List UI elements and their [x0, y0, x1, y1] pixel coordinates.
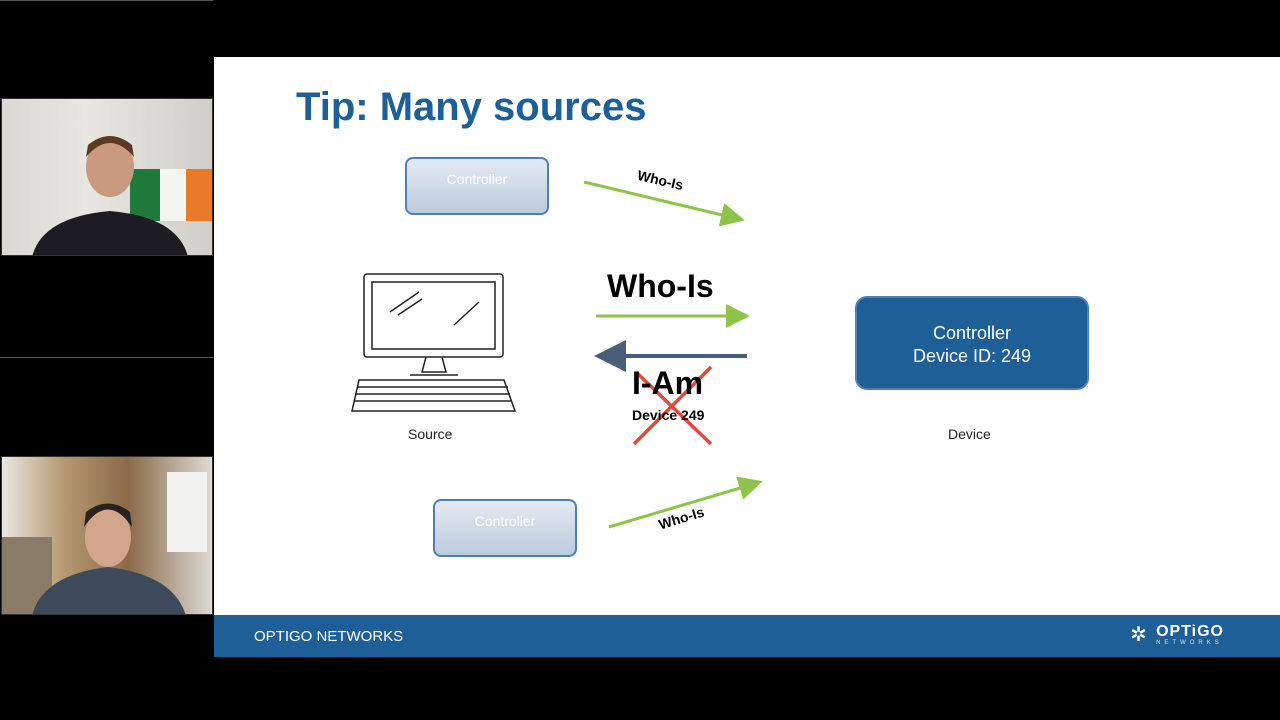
red-cross-icon	[632, 365, 713, 446]
logo-main-text: OPTiGO	[1156, 623, 1224, 640]
video-tile-participant-1[interactable]	[1, 98, 213, 256]
computer-icon	[351, 273, 517, 412]
bottom-controller-box: Controller	[433, 499, 577, 557]
device-label: Device	[948, 426, 991, 442]
presentation-slide: Tip: Many sources Controller Controller …	[214, 57, 1280, 657]
device-controller-box: Controller Device ID: 249	[855, 296, 1089, 390]
footer-text: OPTIGO NETWORKS	[254, 628, 404, 645]
arrow-bottom-who-is	[608, 476, 763, 529]
logo-sub-text: NETWORKS	[1156, 640, 1223, 646]
slide-title: Tip: Many sources	[296, 85, 647, 129]
slide-footer: OPTIGO NETWORKS ✲ OPTiGO NETWORKS	[214, 615, 1280, 657]
device-box-line1: Controller	[932, 323, 1012, 343]
optigo-logo: ✲ OPTiGO NETWORKS	[1130, 623, 1224, 647]
i-am-label: I-Am	[632, 365, 704, 401]
logo-icon: ✲	[1130, 624, 1147, 646]
device-box-line2: Device ID: 249	[912, 346, 1032, 366]
video-tile-participant-2[interactable]	[1, 456, 213, 615]
i-am-device-label: Device 249	[632, 407, 705, 423]
arrow-top-who-is	[583, 180, 745, 227]
diagram-arrows	[351, 180, 763, 529]
participant-video	[32, 136, 212, 255]
top-controller-box: Controller	[405, 157, 549, 215]
who-is-label: Who-Is	[607, 268, 714, 304]
participant-video	[2, 472, 207, 614]
source-label: Source	[408, 426, 453, 442]
